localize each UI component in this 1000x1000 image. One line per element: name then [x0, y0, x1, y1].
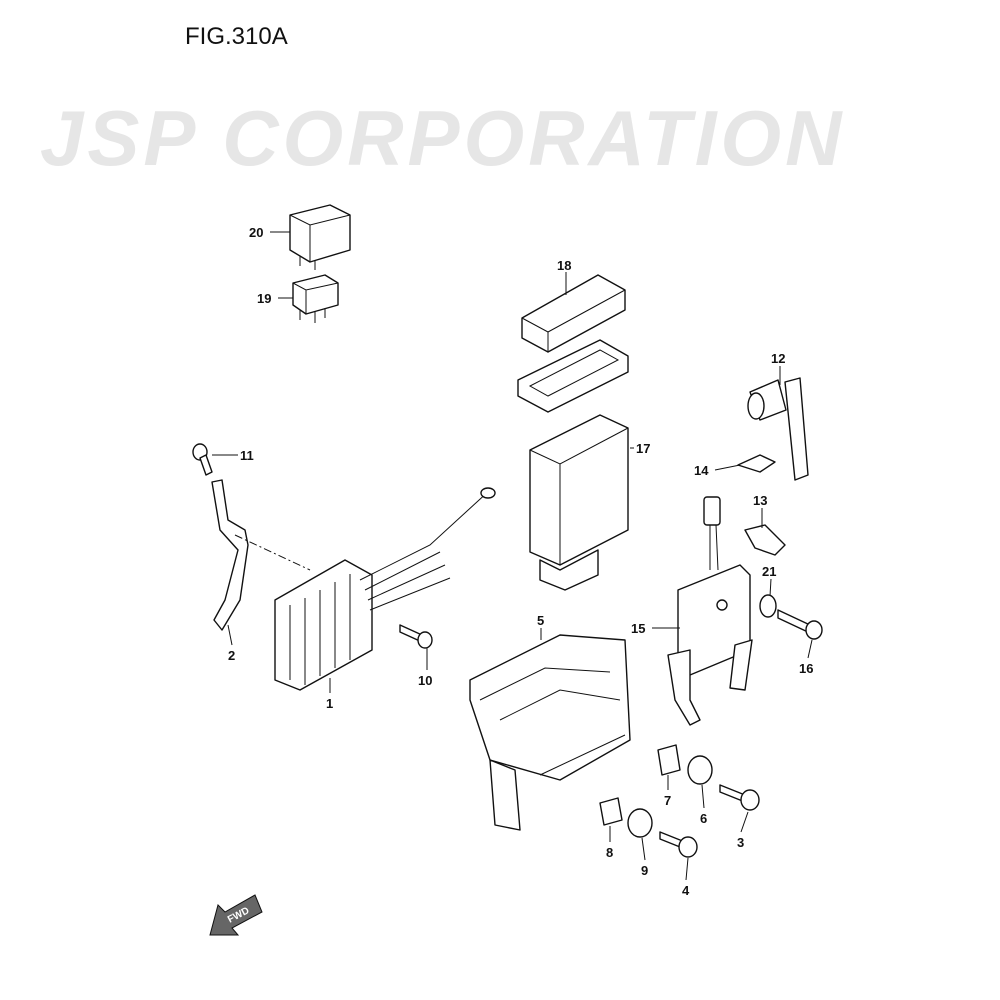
callout-5: 5	[537, 613, 544, 628]
part-1-regulator-rectifier	[274, 487, 496, 691]
callout-11: 11	[240, 448, 254, 463]
callout-10: 10	[418, 673, 432, 688]
callout-6: 6	[700, 811, 707, 826]
part-3-bolt	[719, 784, 760, 811]
part-2-bracket	[211, 479, 249, 631]
part-5-tray	[469, 634, 631, 831]
callout-12: 12	[771, 351, 785, 366]
part-15-ignition-coil	[667, 496, 753, 726]
callout-9: 9	[641, 863, 648, 878]
callout-21: 21	[762, 564, 776, 579]
part-21-washer	[759, 594, 777, 618]
figure-title: FIG.310A	[185, 23, 288, 50]
callout-4: 4	[682, 883, 690, 898]
part-20-relay	[289, 204, 351, 270]
part-6-grommet	[687, 755, 713, 785]
callout-3: 3	[737, 835, 744, 850]
part-4-bolt	[659, 831, 698, 858]
callout-19: 19	[257, 291, 271, 306]
callout-13: 13	[753, 493, 767, 508]
part-10-bolt	[399, 624, 433, 649]
part-17-ecu	[529, 414, 629, 591]
fwd-arrow-icon: FWD	[209, 894, 263, 936]
part-12-plug-cap	[747, 377, 809, 481]
callout-1: 1	[326, 696, 333, 711]
part-11-bolt	[192, 443, 213, 476]
part-8-collar	[599, 797, 623, 826]
callout-7: 7	[664, 793, 671, 808]
callout-15: 15	[631, 621, 645, 636]
callout-14: 14	[694, 463, 709, 478]
callout-2: 2	[228, 648, 235, 663]
part-7-collar	[657, 744, 681, 776]
part-14-clamp	[737, 454, 776, 473]
callout-18: 18	[557, 258, 571, 273]
callout-20: 20	[249, 225, 263, 240]
part-16-bolt	[777, 609, 823, 640]
part-9-grommet	[627, 808, 653, 838]
callout-17: 17	[636, 441, 650, 456]
part-18-ecu-cover	[517, 274, 629, 413]
leader-lines	[212, 231, 813, 881]
watermark: JSP CORPORATION	[40, 94, 845, 182]
part-13-clamp	[744, 524, 786, 556]
callout-8: 8	[606, 845, 613, 860]
centerline	[234, 534, 311, 571]
part-19-relay	[292, 274, 339, 323]
callout-16: 16	[799, 661, 813, 676]
